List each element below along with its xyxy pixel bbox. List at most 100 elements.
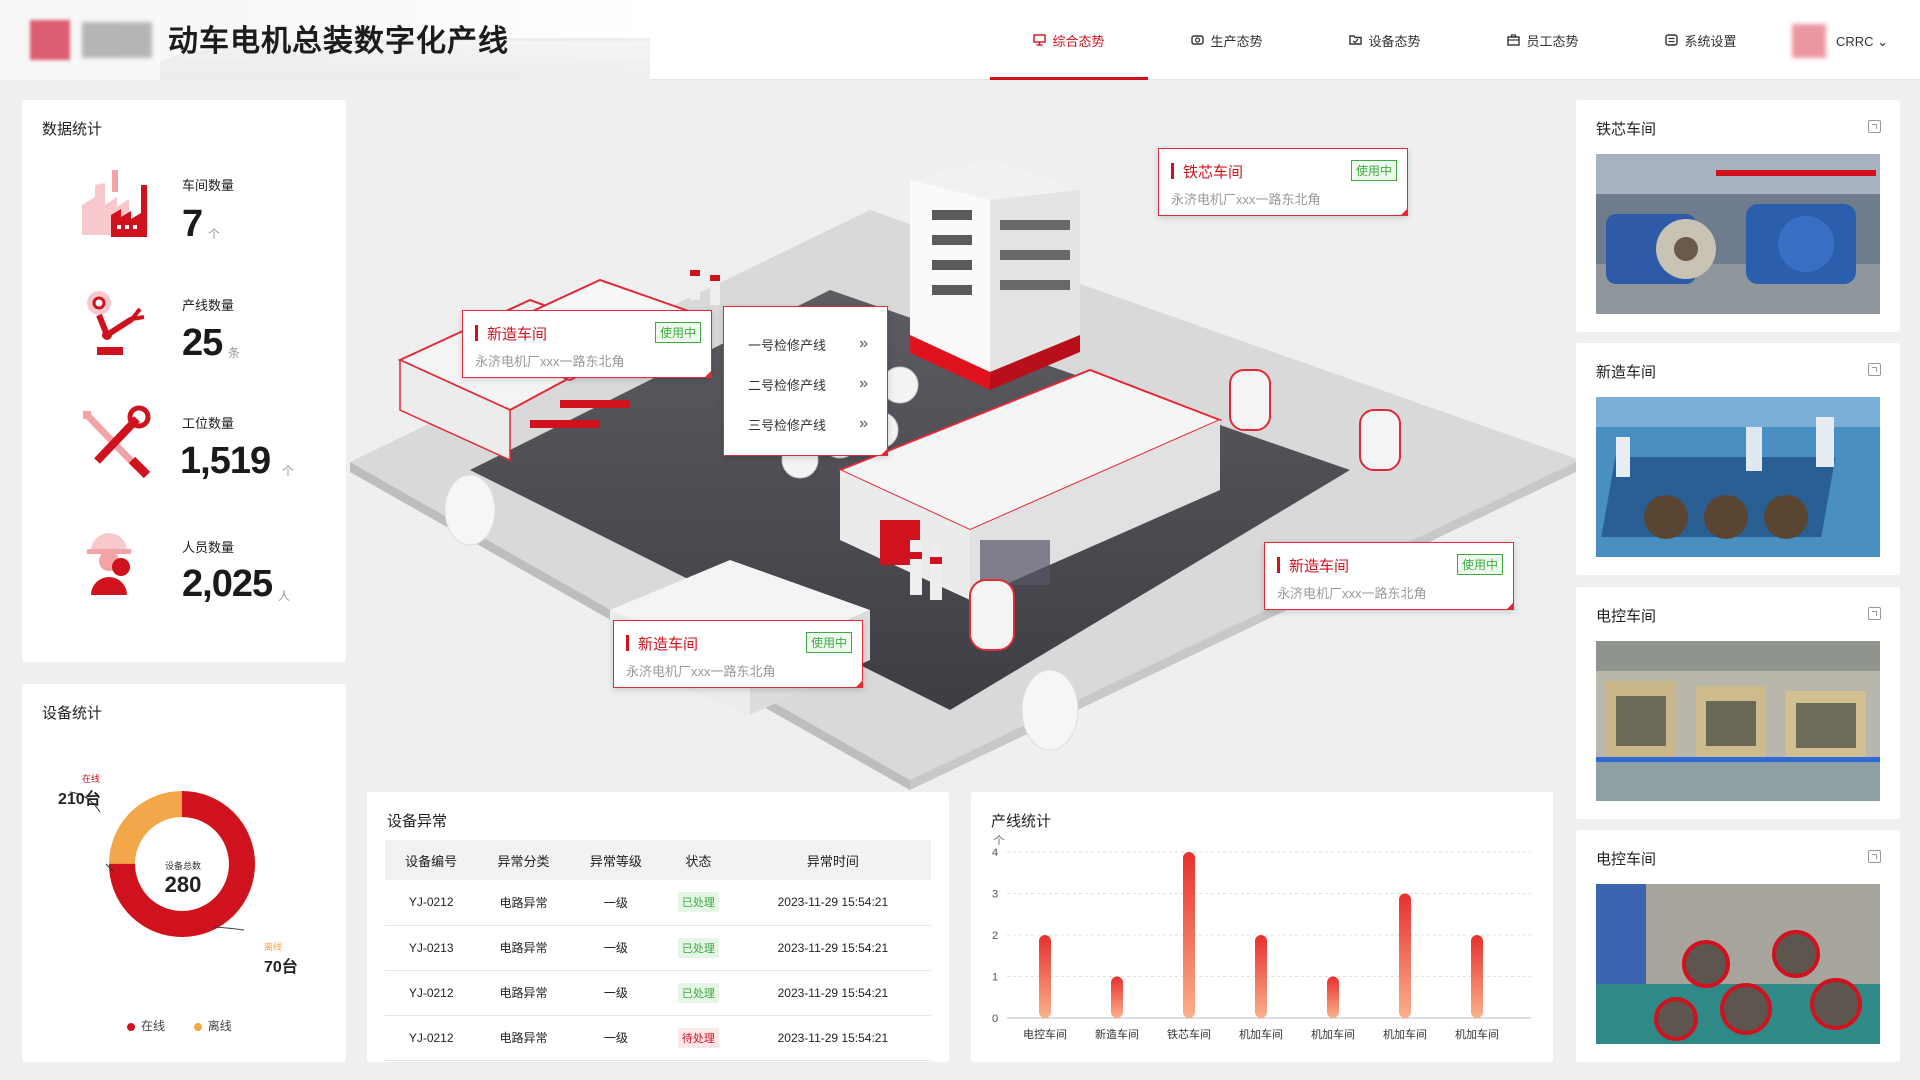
donut-leader-lines xyxy=(69,791,245,931)
chart-bar[interactable] xyxy=(1327,976,1339,1019)
double-chevron-right-icon: » xyxy=(859,415,868,432)
line-item[interactable]: 一号检修产线» xyxy=(748,335,868,354)
workshop-card[interactable]: 新造车间 xyxy=(1576,343,1900,575)
y-tick-label: 2 xyxy=(992,930,998,942)
cell-time: 2023-11-29 15:54:21 xyxy=(734,925,931,971)
stat-label: 车间数量 xyxy=(182,178,235,193)
tab-label: 设备态势 xyxy=(1368,33,1421,49)
expand-icon[interactable] xyxy=(1868,850,1881,863)
chart-bar[interactable] xyxy=(1111,976,1123,1019)
cell-level: 一级 xyxy=(569,880,662,926)
workshop-callout[interactable]: 新造车间 使用中 永济电机厂xxx一路东北角 xyxy=(613,620,863,688)
callout-name: 新造车间 xyxy=(1289,558,1350,575)
factory-icon xyxy=(82,170,147,237)
cell-type: 电路异常 xyxy=(477,1015,570,1061)
callout-accent xyxy=(475,325,478,341)
callout-address: 永济电机厂xxx一路东北角 xyxy=(1277,586,1427,601)
expand-icon[interactable] xyxy=(1868,607,1881,620)
workshop-callout[interactable]: 新造车间 使用中 永济电机厂xxx一路东北角 xyxy=(1264,542,1514,610)
cell-time: 2023-11-29 15:54:21 xyxy=(734,880,931,926)
chart-bar[interactable] xyxy=(1399,893,1411,1019)
online-label: 在线 xyxy=(82,774,101,784)
folder-icon xyxy=(1349,35,1363,45)
workshop-photo xyxy=(1596,641,1880,801)
callout-address: 永济电机厂xxx一路东北角 xyxy=(475,354,625,369)
line-label: 一号检修产线 xyxy=(748,338,827,353)
chart-bar[interactable] xyxy=(1183,852,1195,1018)
line-item[interactable]: 二号检修产线 » xyxy=(748,375,868,394)
cell-id: YJ-0212 xyxy=(385,970,478,1016)
cell-level: 一级 xyxy=(569,925,662,971)
tab-production[interactable]: 生产态势 xyxy=(1148,0,1306,80)
column-header: 异常分类 xyxy=(477,840,570,880)
settings-icon xyxy=(1665,34,1679,46)
workshop-title: 铁芯车间 xyxy=(1596,121,1657,138)
column-header: 状态 xyxy=(661,840,735,880)
status-badge: 待处理 xyxy=(677,1027,719,1048)
workshop-title: 新造车间 xyxy=(1596,364,1657,381)
menu-corner xyxy=(880,448,888,456)
chart-bar[interactable] xyxy=(1471,935,1483,1018)
line-item[interactable]: 三号检修产线» xyxy=(748,415,868,434)
tab-settings[interactable]: 系统设置 xyxy=(1622,0,1780,80)
workshop-photo xyxy=(1596,397,1880,557)
panel-title: 设备统计 xyxy=(42,705,103,722)
donut-online-segment xyxy=(109,791,255,937)
callout-corner xyxy=(1506,602,1514,610)
tab-label: 员工态势 xyxy=(1526,33,1579,49)
app-header: 动车电机总装数字化产线 综合态势 生产态势 设备态势 员工态势 系统设置 CRR… xyxy=(0,0,1920,80)
cell-status: 已处理 xyxy=(661,970,735,1016)
panel-title: 数据统计 xyxy=(42,121,103,138)
callout-corner xyxy=(704,370,712,378)
table-row[interactable]: YJ-0213 电路异常 一级 已处理 2023-11-29 15:54:21 xyxy=(385,925,931,971)
cell-level: 一级 xyxy=(569,970,662,1016)
chart-bar[interactable] xyxy=(1255,935,1267,1018)
offline-value: 70台 xyxy=(264,959,298,976)
column-header: 设备编号 xyxy=(385,840,478,880)
stat-value: 1,519 xyxy=(180,440,271,482)
tab-overview[interactable]: 综合态势 xyxy=(990,0,1148,80)
workshop-card[interactable]: 电控车间 xyxy=(1576,830,1900,1062)
brand-dropdown[interactable]: CRRC ⌄ xyxy=(1836,34,1888,50)
stat-value: 2,025 xyxy=(182,563,273,605)
expand-icon[interactable] xyxy=(1868,120,1881,133)
cell-time: 2023-11-29 15:54:21 xyxy=(734,1015,931,1061)
production-icon xyxy=(1191,35,1205,45)
tab-staff[interactable]: 员工态势 xyxy=(1464,0,1622,80)
right-workshop xyxy=(837,368,1223,600)
chart-bar[interactable] xyxy=(1039,935,1051,1018)
callout-corner xyxy=(1400,208,1408,216)
workshop-card[interactable]: 铁芯车间 xyxy=(1576,100,1900,332)
status-badge: 使用中 xyxy=(1350,160,1397,181)
y-tick-label: 4 xyxy=(992,847,998,859)
status-badge: 使用中 xyxy=(1456,554,1503,575)
table-row[interactable]: YJ-0212 电路异常 一级 已处理 2023-11-29 15:54:21 xyxy=(385,970,931,1016)
workshop-card[interactable]: 电控车间 xyxy=(1576,587,1900,819)
x-tick-label: 新造车间 xyxy=(1095,1027,1139,1041)
table-row[interactable]: YJ-0212 电路异常 一级 待处理 2023-11-29 15:54:21 xyxy=(385,1015,931,1061)
donut-center-label: 设备总数 xyxy=(164,861,201,871)
table-row[interactable]: YJ-0212 电路异常 一级 已处理 2023-11-29 15:54:21 xyxy=(385,880,931,926)
user-avatar[interactable] xyxy=(1792,24,1826,58)
tab-label: 生产态势 xyxy=(1210,33,1263,49)
double-chevron-right-icon: » xyxy=(859,375,868,392)
workshop-callout[interactable]: 新造车间 使用中 永济电机厂xxx一路东北角 xyxy=(462,310,712,378)
stat-unit: 个 xyxy=(282,464,295,478)
callout-accent xyxy=(626,635,629,651)
factory-3d-map[interactable] xyxy=(350,140,1590,790)
x-tick-label: 机加车间 xyxy=(1311,1027,1355,1041)
tab-equipment[interactable]: 设备态势 xyxy=(1306,0,1464,80)
legend-dot-offline xyxy=(193,1022,202,1031)
monitor-icon xyxy=(1033,34,1047,46)
robot-arm-icon xyxy=(87,291,145,355)
legend-online: 在线 xyxy=(141,1019,166,1033)
workshop-callout[interactable]: 铁芯车间 使用中 永济电机厂xxx一路东北角 xyxy=(1158,148,1408,216)
cell-id: YJ-0212 xyxy=(385,880,478,926)
company-logo xyxy=(30,20,70,60)
stat-unit: 条 xyxy=(228,346,241,360)
callout-address: 永济电机厂xxx一路东北角 xyxy=(1171,192,1321,207)
expand-icon[interactable] xyxy=(1868,363,1881,376)
table-header-row: 设备编号 异常分类 异常等级 状态 异常时间 xyxy=(385,840,931,880)
line-label: 二号检修产线 xyxy=(748,378,827,393)
